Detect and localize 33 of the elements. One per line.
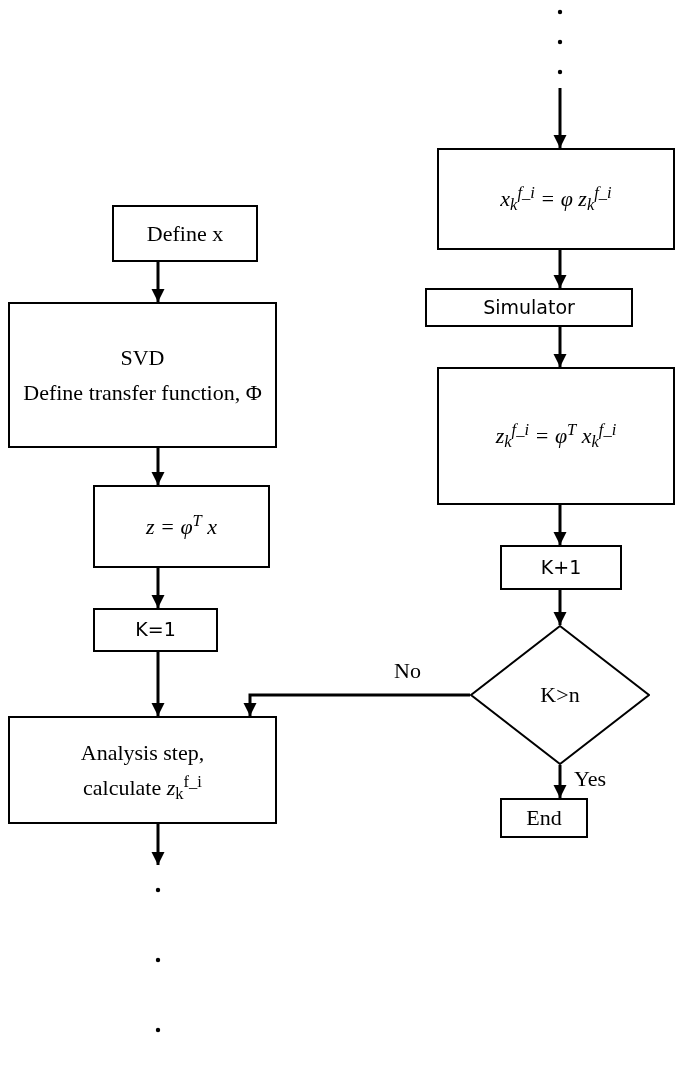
arrow — [553, 590, 567, 625]
process-box — [112, 205, 258, 262]
process-box — [93, 485, 270, 568]
node-text: K+1 — [539, 555, 583, 580]
process-box — [8, 302, 277, 448]
arrow — [151, 448, 165, 485]
node-text: End — [525, 804, 563, 832]
arrow — [553, 327, 567, 367]
arrow — [151, 652, 165, 716]
process-box — [437, 148, 675, 250]
node-text: Define transfer function, Φ — [22, 379, 263, 407]
node-text: K=1 — [134, 618, 177, 642]
node-text: Analysis step, — [79, 738, 206, 766]
process-box — [500, 545, 622, 590]
process-box — [500, 798, 588, 838]
node-text: Define x — [145, 219, 225, 248]
arrow — [151, 262, 165, 302]
process-box — [93, 608, 218, 652]
arrow — [243, 693, 470, 716]
arrow — [151, 824, 165, 865]
arrow — [553, 505, 567, 545]
decision-diamond — [470, 625, 650, 765]
node-text: z = φ$^{T}$ x — [145, 512, 218, 541]
node-text: SVD — [119, 343, 166, 371]
arrow — [553, 250, 567, 288]
process-box — [425, 288, 633, 327]
process-box — [8, 716, 277, 824]
arrow — [151, 568, 165, 608]
arrow — [553, 765, 567, 798]
process-box — [437, 367, 675, 505]
node-text: K>n — [539, 681, 581, 709]
arrow — [553, 88, 567, 148]
node-text: Simulator — [482, 295, 576, 320]
